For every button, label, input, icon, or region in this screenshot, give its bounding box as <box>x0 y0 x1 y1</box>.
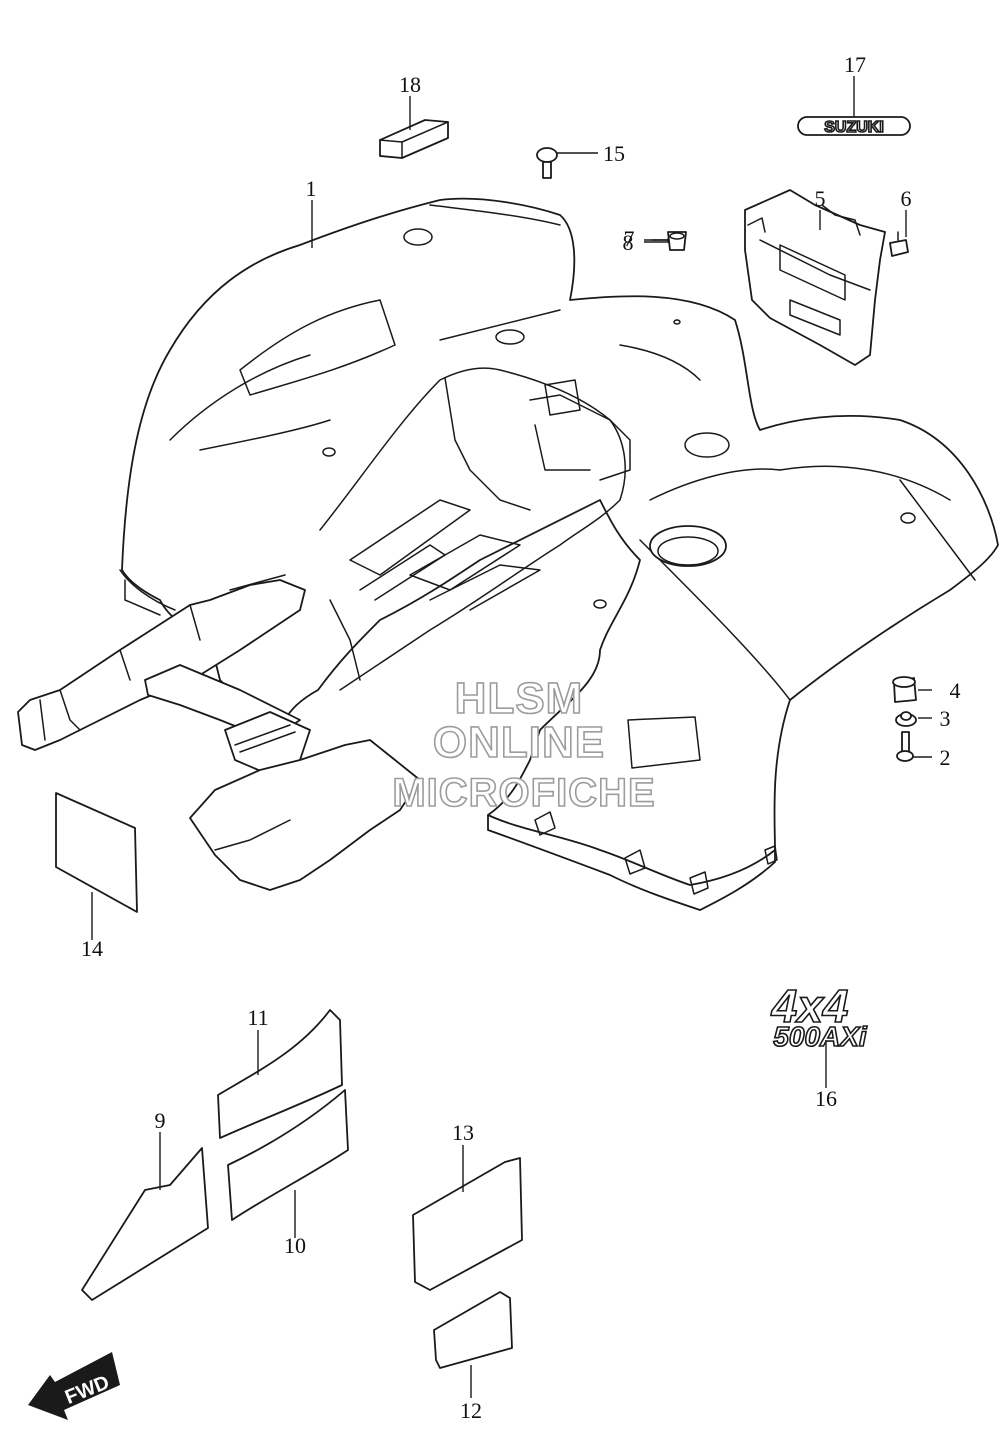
callout-6: 6 <box>901 186 912 211</box>
callout-15: 15 <box>603 141 625 166</box>
part-17-suzuki-emblem: SUZUKI <box>797 116 911 137</box>
part-11-decal <box>217 1009 343 1139</box>
watermark-line3: MICROFICHE <box>392 771 655 815</box>
callout-labels: 1 2 3 4 5 6 7 8 9 10 11 12 13 14 15 16 1… <box>81 52 961 1423</box>
callout-11: 11 <box>247 1005 268 1030</box>
emblem-16-line2: 500AXi <box>773 1021 868 1052</box>
callout-7: 7 <box>624 226 635 251</box>
callout-12: 12 <box>460 1398 482 1423</box>
callout-16: 16 <box>815 1086 837 1111</box>
callout-14: 14 <box>81 936 103 961</box>
callout-2: 2 <box>940 745 951 770</box>
part-2-bolt <box>896 731 914 762</box>
part-12-decal <box>433 1291 513 1369</box>
part-4-grommet <box>892 676 917 703</box>
part-15-clip <box>536 147 558 179</box>
watermark: HLSM ONLINE MICROFICHE <box>392 673 656 816</box>
callout-13: 13 <box>452 1120 474 1145</box>
callout-18: 18 <box>399 72 421 97</box>
part-3-washer <box>895 711 917 727</box>
callout-17: 17 <box>844 52 866 77</box>
watermark-line1: HLSM <box>455 674 584 723</box>
emblem-17-text: SUZUKI <box>824 119 884 136</box>
part-6-pin <box>889 231 909 257</box>
part-14-decal <box>55 792 138 913</box>
part-10-decal <box>227 1089 349 1221</box>
callout-9: 9 <box>155 1108 166 1133</box>
leader-lines <box>91 76 932 1398</box>
callout-5: 5 <box>815 186 826 211</box>
callout-3: 3 <box>940 706 951 731</box>
part-8-nut <box>667 231 687 251</box>
part-18-block <box>379 119 449 159</box>
emblem-16-line1: 4x4 <box>771 980 849 1032</box>
part-13-decal <box>412 1157 523 1291</box>
callout-4: 4 <box>950 678 961 703</box>
callout-8: 8 <box>623 230 634 255</box>
callout-10: 10 <box>284 1233 306 1258</box>
rear-fender-body <box>17 197 999 911</box>
part-5-bracket <box>744 189 886 366</box>
callout-1: 1 <box>306 176 317 201</box>
part-16-4x4-emblem: 4x4 500AXi <box>770 979 869 1053</box>
watermark-line2: ONLINE <box>433 718 605 767</box>
fwd-direction-arrow: FWD <box>28 1352 120 1420</box>
part-9-decal <box>81 1147 209 1301</box>
